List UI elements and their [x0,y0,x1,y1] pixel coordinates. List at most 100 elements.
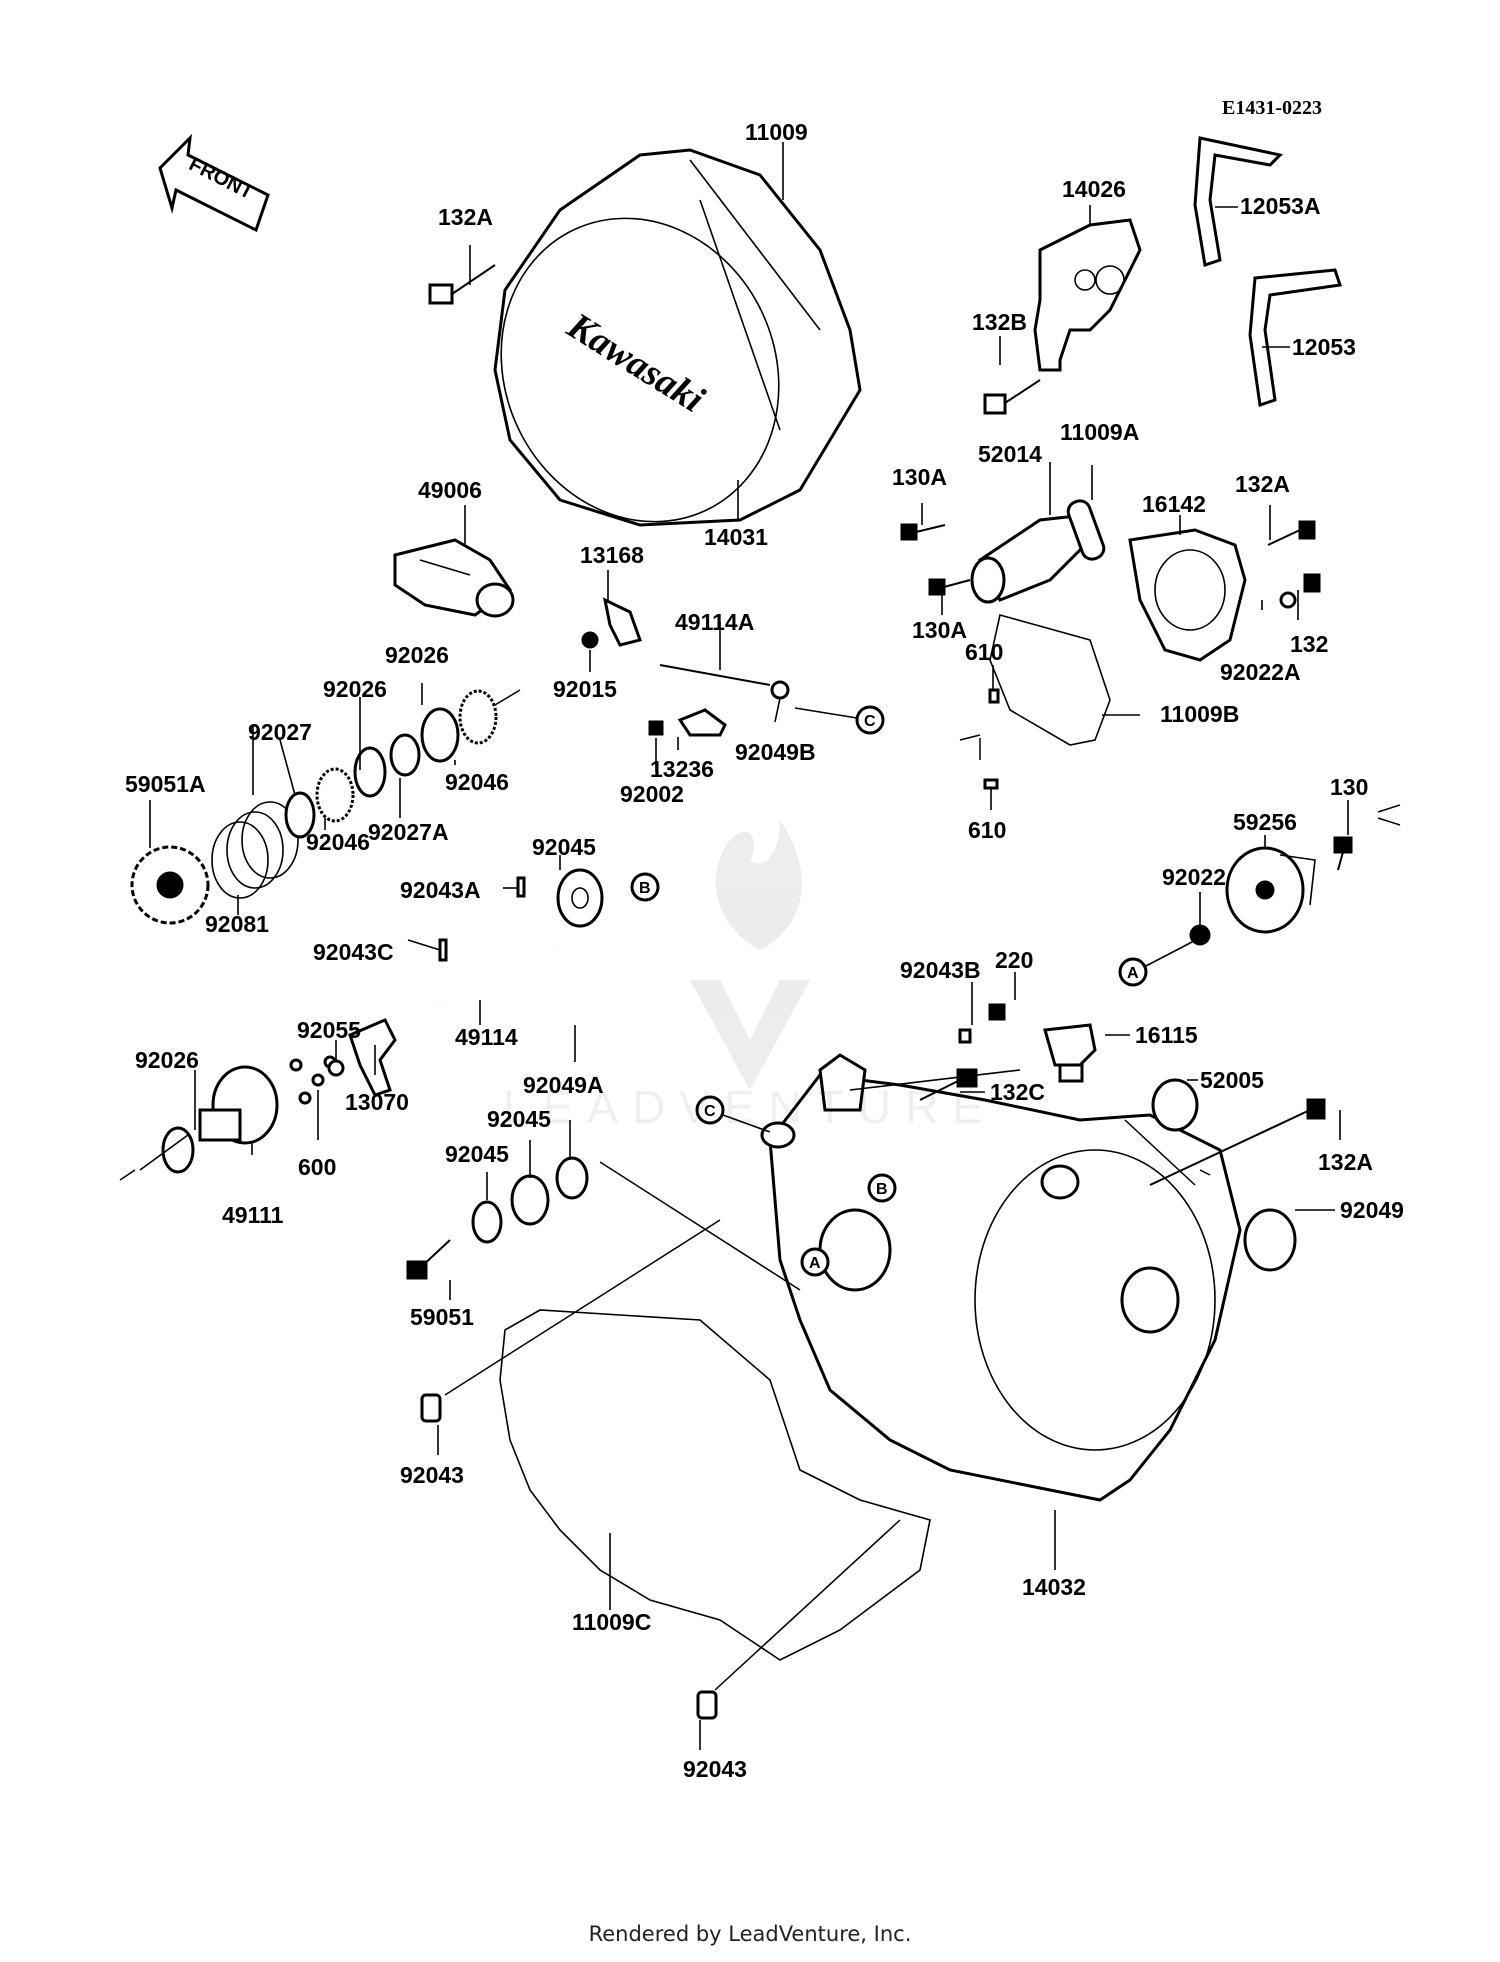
label-11009a: 11009A [1060,419,1139,445]
svg-text:B: B [639,880,651,897]
label-11009: 11009 [745,119,808,145]
washer-92026-low [161,1126,195,1174]
bolts-130a [900,523,971,596]
label-132a: 132A [438,204,493,230]
dowel-pins-610 [983,688,1000,790]
bracket-12053a [1193,136,1284,267]
label-220: 220 [995,947,1033,973]
label-92022a: 92022A [1220,659,1301,685]
dowels-92043 [420,1393,718,1720]
gear-59051a [130,845,210,925]
shaft-49114 [437,941,558,1009]
label-92043c: 92043C [313,939,394,965]
label-52014: 52014 [978,441,1042,467]
pipe-52014 [970,513,1092,604]
label-92022: 92022 [1162,864,1226,890]
watermark-text: LEADVENTURE [503,1081,997,1133]
label-92043a: 92043A [400,877,481,903]
label-132a-right: 132A [1235,471,1290,497]
label-130a-top: 130A [892,464,947,490]
label-92081: 92081 [205,911,269,937]
label-92043-left: 92043 [400,1462,464,1488]
label-92049a: 92049A [523,1072,604,1098]
bolt-59051 [406,1239,451,1280]
bolts-132a-132 [1267,520,1321,609]
label-92027: 92027 [248,719,312,745]
ref-marker-a-low: A [800,1247,830,1277]
valve-49006 [393,538,515,618]
pin-92043c [438,938,448,962]
label-92046-a: 92046 [445,769,509,795]
label-13236: 13236 [650,756,714,782]
bolt-130 [1333,836,1353,871]
svg-text:B: B [876,1181,888,1198]
part-labels: 11009 132A 14031 14026 12053A 12053 132B… [125,119,1404,1782]
label-49114: 49114 [455,1024,518,1050]
label-13168: 13168 [580,542,644,568]
bracket-14026 [1033,218,1142,372]
label-92015: 92015 [553,676,617,702]
label-12053a: 12053A [1240,193,1321,219]
label-92026-c: 92026 [135,1047,199,1073]
bearings-lower [471,1156,589,1244]
label-92043-bottom: 92043 [683,1756,747,1782]
label-92002: 92002 [620,781,684,807]
label-92026-a: 92026 [385,642,449,668]
label-59256: 59256 [1233,809,1297,835]
label-11009c: 11009C [572,1609,651,1635]
label-11009b: 11009B [1160,701,1239,727]
washer-92022 [1189,924,1211,946]
leader-lines [139,142,1349,1750]
svg-text:A: A [1127,965,1139,982]
label-130a-low: 130A [912,617,967,643]
label-92045-mid: 92045 [487,1106,551,1132]
footer-credit: Rendered by LeadVenture, Inc. [588,1922,912,1946]
label-59051: 59051 [410,1304,474,1330]
bracket-12053 [1248,268,1342,407]
label-92049b: 92049B [735,739,816,765]
label-92043b: 92043B [900,957,981,983]
ref-marker-c-low: C [695,1095,771,1133]
label-49006: 49006 [418,477,482,503]
label-130: 130 [1330,774,1368,800]
label-92045-top: 92045 [532,834,596,860]
plug-220 [988,1003,1006,1021]
label-52005: 52005 [1200,1067,1264,1093]
bearing-92045-top [556,868,604,928]
label-610-low: 610 [968,817,1006,843]
spring-92081 [211,801,299,899]
washers-stack [284,689,498,839]
label-92055: 92055 [297,1017,361,1043]
label-600: 600 [298,1154,336,1180]
label-132: 132 [1290,631,1328,657]
label-14032: 14032 [1022,1574,1086,1600]
label-92046-b: 92046 [306,829,370,855]
label-92049: 92049 [1340,1197,1404,1223]
impeller-59256 [1225,846,1316,934]
label-49111: 49111 [222,1202,284,1228]
label-14026: 14026 [1062,176,1126,202]
seal-52005 [1151,1078,1199,1132]
clutch-cover-14031: Kawasaki [493,148,862,527]
ref-marker-a-right: A [1118,941,1193,987]
gasket-11009a [1066,499,1106,561]
label-49114a: 49114A [675,609,754,635]
bolt-132b [983,379,1041,415]
water-pump-cover-16142 [1128,528,1247,662]
label-14031: 14031 [704,524,768,550]
ref-marker-b-low: B [867,1173,897,1203]
label-132c: 132C [990,1079,1045,1105]
ring-92055 [327,1059,345,1077]
gear-49111 [198,1065,279,1145]
label-92027a: 92027A [368,819,449,845]
bolt-132a-right [1149,1098,1326,1186]
label-16115: 16115 [1135,1022,1198,1048]
svg-text:C: C [704,1103,716,1120]
label-132a-low: 132A [1318,1149,1373,1175]
label-13070: 13070 [345,1089,409,1115]
svg-text:A: A [809,1255,821,1272]
shaft-49114a [581,597,790,737]
pin-92043a [516,876,526,898]
leadventure-logo-watermark [690,820,810,1090]
